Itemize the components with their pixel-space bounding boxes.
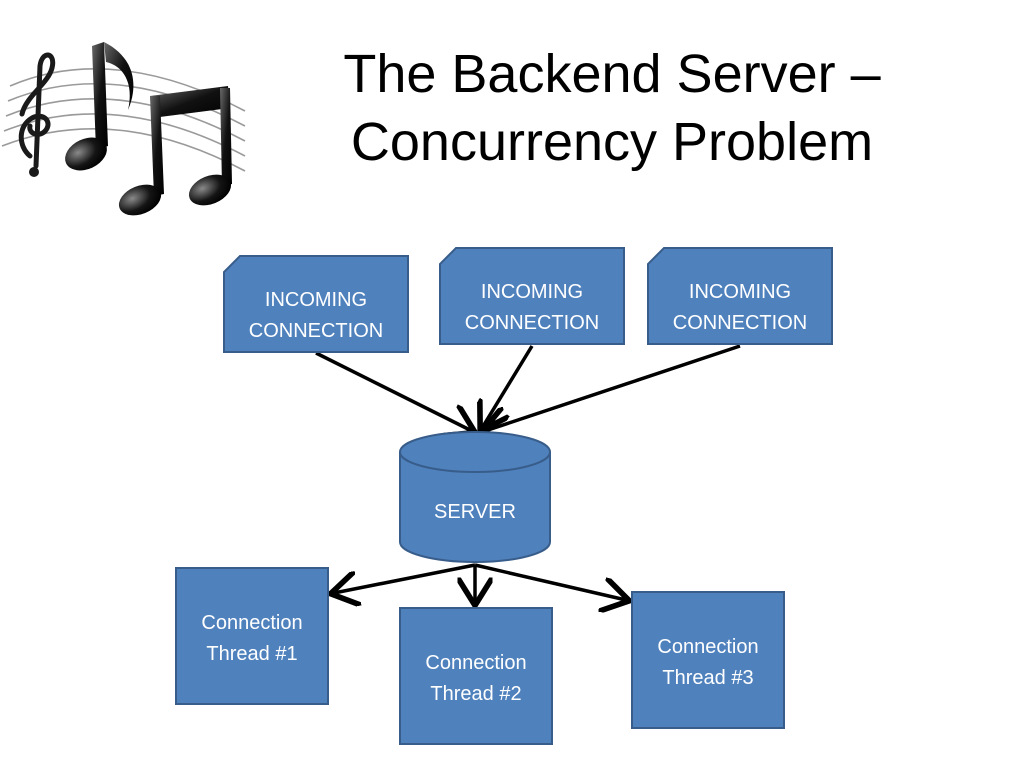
title-line-1: The Backend Server –	[343, 44, 881, 104]
eighth-notes-icon	[65, 42, 134, 171]
incoming-3-line2: CONNECTION	[673, 312, 807, 334]
incoming-1-line1: INCOMING	[265, 289, 367, 311]
incoming-connection-1: INCOMING CONNECTION	[223, 255, 409, 353]
thread-3-line1: Connection	[657, 636, 758, 658]
thread-1-line1: Connection	[201, 612, 302, 634]
thread-1-line2: Thread #1	[206, 643, 297, 665]
incoming-connection-3: INCOMING CONNECTION	[647, 247, 833, 345]
connection-thread-1: Connection Thread #1	[175, 567, 329, 705]
title-line-2: Concurrency Problem	[350, 112, 874, 172]
slide-title: The Backend Server – Concurrency Problem	[262, 40, 962, 176]
connection-thread-2: Connection Thread #2	[399, 607, 553, 745]
arrow-incoming-3	[485, 344, 741, 431]
server-label: SERVER	[434, 501, 516, 523]
incoming-2-line2: CONNECTION	[465, 312, 599, 334]
thread-2-line1: Connection	[425, 652, 526, 674]
incoming-2-line1: INCOMING	[481, 281, 583, 303]
thread-3-line2: Thread #3	[662, 667, 753, 689]
arrow-thread-1	[334, 563, 476, 593]
incoming-connection-2: INCOMING CONNECTION	[439, 247, 625, 345]
thread-2-line2: Thread #2	[430, 683, 521, 705]
arrow-incoming-2	[482, 345, 534, 428]
beamed-notes-icon	[118, 86, 232, 216]
connection-thread-3: Connection Thread #3	[631, 591, 785, 729]
thread-arrows	[334, 563, 626, 602]
arrow-incoming-1	[315, 351, 472, 431]
arrow-thread-3	[474, 563, 626, 600]
server-node: SERVER	[399, 431, 551, 563]
incoming-1-line2: CONNECTION	[249, 320, 383, 342]
incoming-3-line1: INCOMING	[689, 281, 791, 303]
music-notes-icon	[1, 42, 246, 216]
incoming-arrows	[315, 344, 741, 431]
treble-clef-icon	[18, 52, 56, 169]
